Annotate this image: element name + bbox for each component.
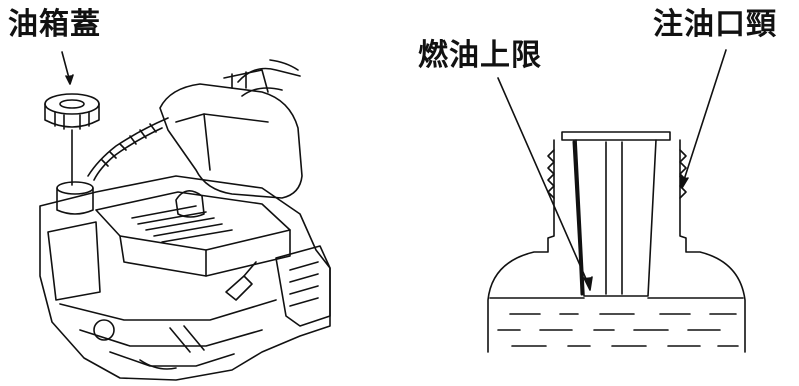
neck-threads-left xyxy=(548,150,554,198)
fuel-tank-cross-section xyxy=(488,50,745,352)
fuel-cap xyxy=(45,94,99,129)
neck-threads-right xyxy=(680,150,686,198)
neck-collar xyxy=(562,132,670,140)
fuel-upper-limit-leader-line xyxy=(498,78,592,290)
engine-refuel-illustration xyxy=(40,52,330,380)
filler-neck-leader-line xyxy=(680,50,726,188)
filler-neck-label: 注油口頸 xyxy=(653,7,777,42)
tank-wall xyxy=(488,140,745,352)
engine-filler-opening xyxy=(57,182,93,214)
fuel-upper-limit-label: 燃油上限 xyxy=(418,38,542,73)
fuel-strainer xyxy=(574,140,656,296)
fuel-cap-label: 油箱蓋 xyxy=(8,7,101,42)
fuel-cap-leader-line xyxy=(62,52,73,84)
engine-body xyxy=(40,176,330,380)
fuel-container xyxy=(160,60,302,198)
fuel-liquid xyxy=(498,314,738,346)
fuel-spout xyxy=(88,118,168,180)
